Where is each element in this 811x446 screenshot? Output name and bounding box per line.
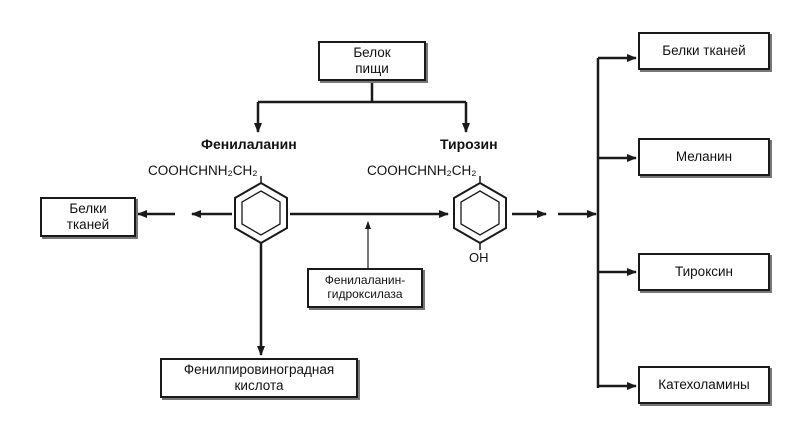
food-protein-box: Белок пищи: [318, 41, 426, 81]
food-protein-label: Белок пищи: [353, 45, 391, 76]
catecholamines-label: Катехоламины: [658, 377, 750, 393]
tissue-proteins-right-label: Белки тканей: [662, 43, 746, 59]
tyrosine-formula: COOHCHNH₂CH₂: [367, 163, 477, 178]
phenylalanine-formula: COOHCHNH₂CH₂: [148, 163, 258, 178]
catecholamines-box: Катехоламины: [638, 366, 770, 404]
phenylalanine-label: Фенилаланин: [201, 136, 297, 152]
thyroxine-box: Тироксин: [638, 253, 770, 291]
thyroxine-label: Тироксин: [674, 264, 733, 280]
phenylpyruvic-acid-label: Фенилпировиноградная кислота: [183, 362, 335, 393]
melanin-box: Меланин: [638, 138, 770, 176]
melanin-label: Меланин: [675, 149, 733, 165]
enzyme-label: Фенилаланин-гидроксилаза: [324, 273, 406, 301]
hydroxyl-label: OH: [469, 250, 489, 265]
tissue-proteins-left-label: Белки тканей: [66, 201, 110, 232]
tyrosine-ring: [453, 181, 507, 245]
phenylpyruvic-acid-box: Фенилпировиноградная кислота: [160, 358, 358, 398]
enzyme-box: Фенилаланин-гидроксилаза: [307, 268, 423, 308]
phenylalanine-ring: [234, 181, 288, 245]
tissue-proteins-left-box: Белки тканей: [40, 197, 136, 237]
tissue-proteins-right-box: Белки тканей: [638, 32, 770, 70]
tyrosine-label: Тирозин: [440, 136, 498, 152]
